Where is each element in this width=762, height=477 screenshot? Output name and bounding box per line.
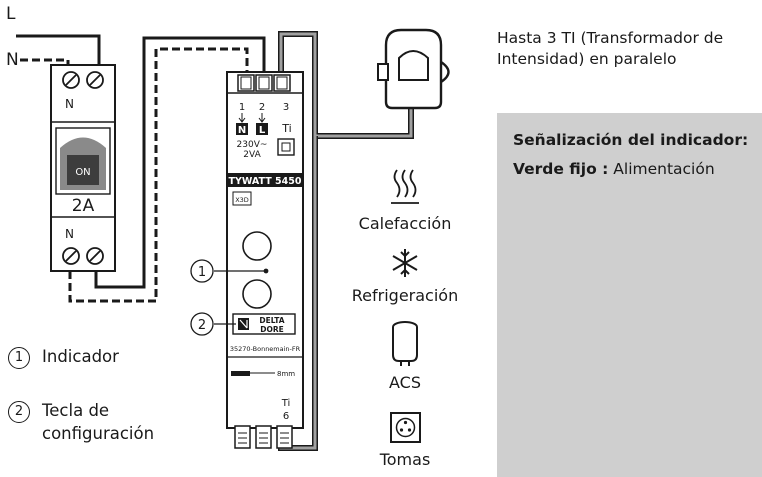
status-meaning: Alimentación: [608, 160, 715, 178]
terminal-2-label: 2: [259, 102, 265, 113]
brand-line-1: DELTA: [259, 316, 284, 325]
breaker-rating: 2A: [72, 196, 95, 216]
legend-label-2-line-1: Tecla de: [42, 401, 110, 420]
clamp-note-line-1: Hasta 3 TI (Transformador de: [497, 29, 724, 47]
tywatt-module: 1 2 3 N L Ti 230V~ 2VA TYWATT 5450 X3D D…: [226, 71, 304, 449]
circuit-breaker: N ON 2A N: [50, 64, 116, 272]
neutral-wire-out: [68, 47, 249, 303]
config-key-button[interactable]: [242, 279, 272, 309]
neutral-label: N: [6, 50, 19, 70]
breaker-bottom-terminal-label: N: [65, 227, 74, 241]
heating-icon: [391, 169, 419, 204]
callout-2-number: 2: [198, 318, 206, 333]
power-outlet-icon: [390, 412, 421, 443]
status-line: Verde fijo : Alimentación: [513, 160, 715, 178]
top-terminal-block: [237, 74, 291, 92]
breaker-top-terminal-label: N: [65, 97, 74, 111]
strip-length-label: 8mm: [277, 370, 295, 378]
clamp-note-line-2: Intensidad) en paralelo: [497, 50, 677, 68]
bottom-terminal-block: [234, 425, 293, 449]
badge-n: [236, 123, 248, 135]
usage-dhw-label: ACS: [389, 373, 421, 392]
power-label: 2VA: [243, 150, 261, 160]
brand-line-2: DORE: [260, 325, 284, 334]
terminal-1-label: 1: [239, 102, 245, 113]
ti-label: Ti: [281, 122, 291, 135]
badge-l: [256, 123, 268, 135]
legend-number-2: 2: [8, 401, 30, 423]
callout-1-number: 1: [198, 265, 206, 280]
legend-label-1: Indicador: [42, 347, 119, 366]
usage-cooling-label: Refrigeración: [352, 286, 458, 305]
snowflake-icon: [392, 249, 418, 277]
ti-bottom-number: 6: [283, 411, 289, 422]
breaker-handle-label: ON: [75, 167, 90, 178]
clamp-note: Hasta 3 TI (Transformador de Intensidad)…: [497, 28, 762, 70]
strip-gauge-icon: [231, 371, 250, 376]
terminal-3-label: 3: [283, 102, 289, 113]
current-clamp-icon: [377, 28, 450, 110]
voltage-label: 230V~: [237, 140, 268, 150]
line-label: L: [6, 4, 16, 24]
callout-2-marker: [190, 312, 214, 336]
model-label: TYWATT 5450: [229, 176, 302, 187]
svg-text:L: L: [259, 125, 266, 136]
address-label: 35270-Bonnemain-FR: [230, 345, 301, 353]
line-wire-in: [16, 34, 101, 68]
svg-text:N: N: [238, 125, 246, 136]
indicator-led: [242, 231, 272, 261]
water-heater-icon: [392, 321, 418, 366]
x3d-logo-icon: [232, 191, 252, 206]
ti-bottom-label: Ti: [281, 398, 291, 409]
legend-label-2-line-2: configuración: [42, 424, 155, 443]
usage-outlets-label: Tomas: [379, 450, 431, 469]
legend-number-1: 1: [8, 347, 30, 369]
model-band: [227, 173, 303, 187]
line-wire-out: [94, 36, 266, 289]
usage-heating-label: Calefacción: [359, 214, 452, 233]
status-panel: Señalización del indicador: Verde fijo :…: [497, 113, 762, 477]
status-title: Señalización del indicador:: [513, 131, 749, 149]
ti-port-icon: [277, 138, 295, 156]
callout-1-marker: [190, 259, 214, 283]
x3d-mark: X3D: [235, 196, 249, 204]
status-state: Verde fijo :: [513, 160, 609, 178]
